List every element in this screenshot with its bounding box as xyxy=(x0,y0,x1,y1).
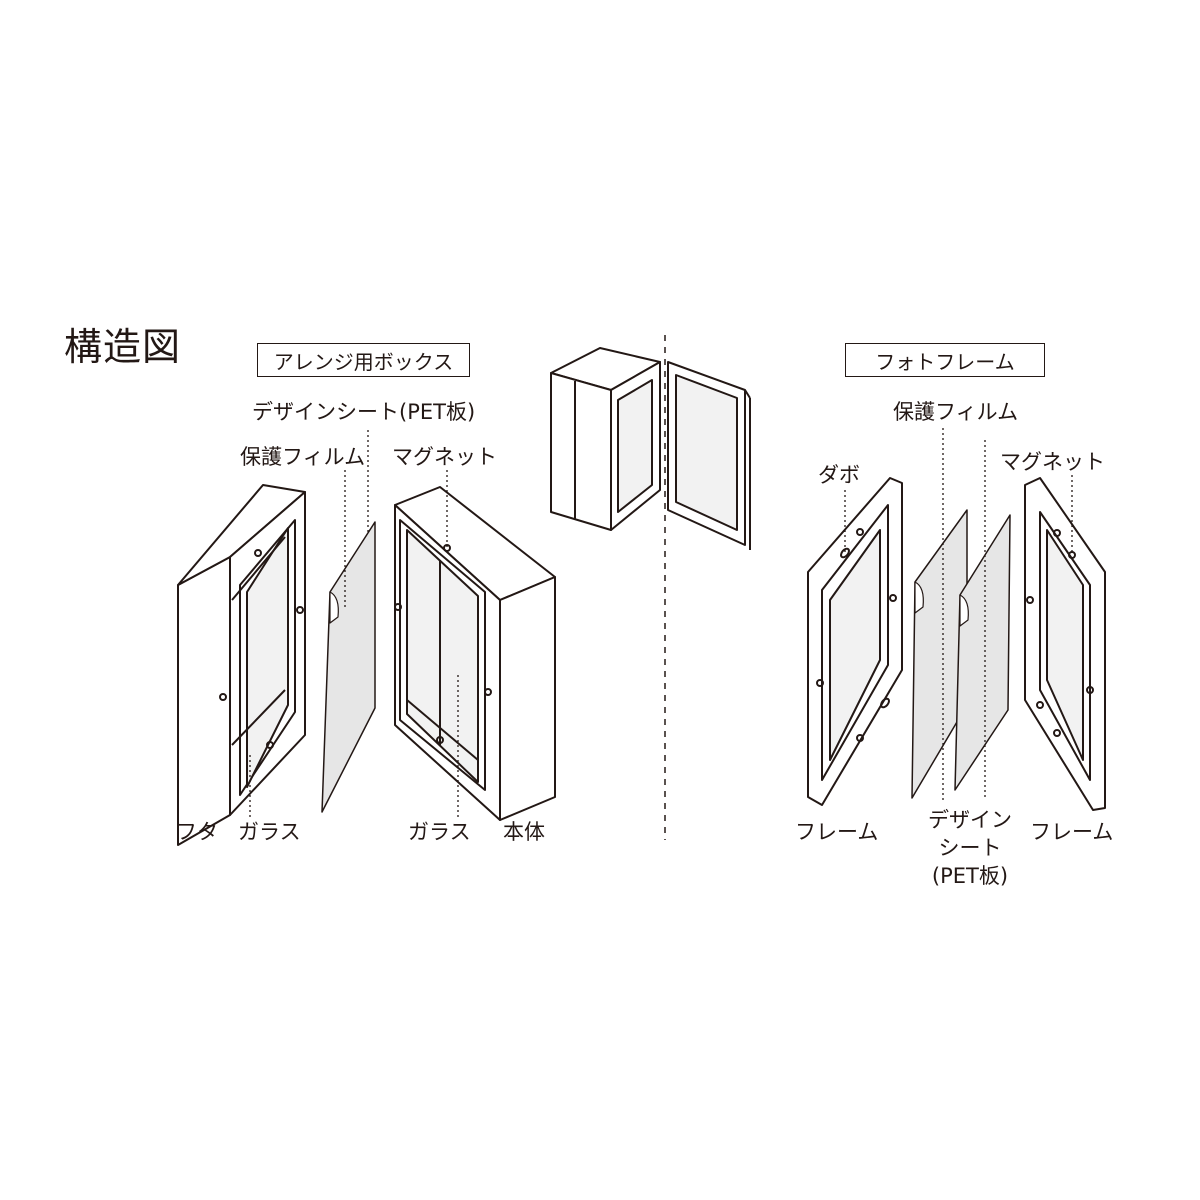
arrange-design-sheet-drawing xyxy=(321,521,376,813)
lid-drawing xyxy=(177,484,306,846)
page-title: 構造図 xyxy=(64,325,182,369)
frame-left-label: フレーム xyxy=(795,820,879,844)
frame-sheets-drawing xyxy=(911,509,1011,799)
frame-design-sheet-line3: (PET板) xyxy=(931,864,1009,888)
frame-right-drawing xyxy=(1024,477,1106,811)
glass-left-label: ガラス xyxy=(238,820,301,844)
frame-protective-film-label: 保護フィルム xyxy=(893,400,1019,424)
photo-frame-header: フォトフレーム xyxy=(845,343,1045,377)
assembled-box-drawing xyxy=(550,347,751,550)
frame-magnet-label: マグネット xyxy=(1000,450,1105,474)
frame-design-sheet-line1: デザイン xyxy=(928,808,1012,832)
body-drawing xyxy=(394,486,556,821)
arrange-design-sheet-label: デザインシート(PET板) xyxy=(252,400,476,424)
frame-design-sheet-label: デザイン シート (PET板) xyxy=(905,806,1035,890)
body-label: 本体 xyxy=(503,820,545,844)
glass-right-label: ガラス xyxy=(408,820,471,844)
arrange-magnet-label: マグネット xyxy=(392,445,497,469)
frame-right-label: フレーム xyxy=(1030,820,1114,844)
lid-label: フタ xyxy=(176,820,218,844)
arrange-box-header: アレンジ用ボックス xyxy=(257,343,470,377)
dowel-label: ダボ xyxy=(818,463,860,487)
arrange-protective-film-label: 保護フィルム xyxy=(240,445,366,469)
frame-design-sheet-line2: シート xyxy=(938,836,1002,860)
frame-left-drawing xyxy=(807,477,903,806)
